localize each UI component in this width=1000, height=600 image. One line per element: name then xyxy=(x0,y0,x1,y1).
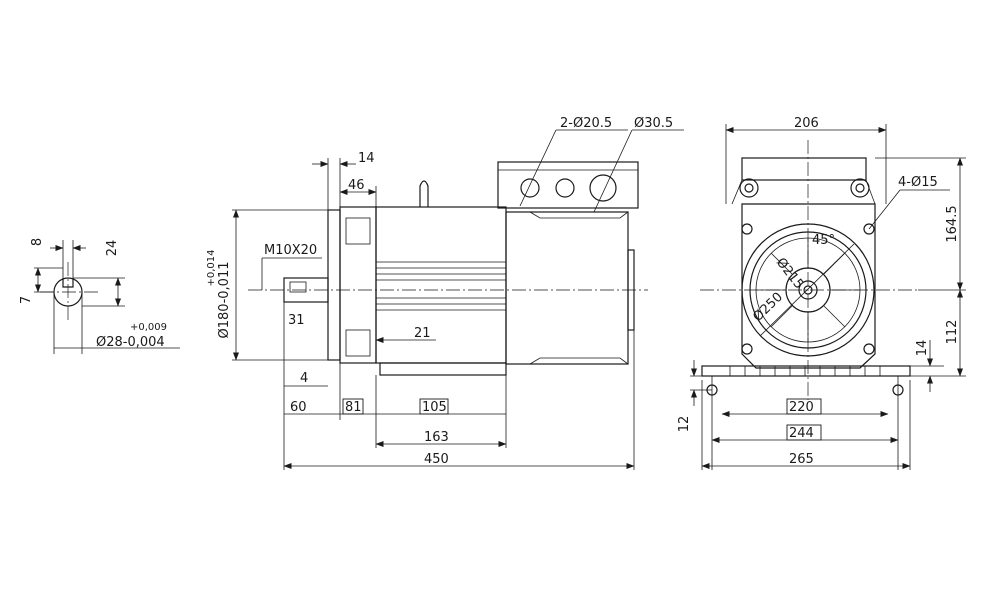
dim-206-label: 206 xyxy=(794,116,819,131)
end-bolt-hole-tl xyxy=(741,223,753,235)
dim-phi250-label: Ø250 xyxy=(750,290,786,325)
side-rear-rib-top xyxy=(529,211,629,219)
side-terminal-box xyxy=(497,161,639,209)
flange-tolerance-label: +0,014 xyxy=(206,249,217,286)
dim-105-label: 105 xyxy=(422,400,447,415)
dim-31-label: 31 xyxy=(288,313,305,328)
dim-holes-label: 2-Ø20.5 xyxy=(560,116,612,131)
dim-60-label: 60 xyxy=(290,400,307,415)
shaft-depth-label: 24 xyxy=(105,240,120,257)
end-base-fins xyxy=(729,366,881,376)
side-gland-hole-big xyxy=(589,174,617,202)
dim-21-label: 21 xyxy=(414,326,431,341)
end-bolt-hole-bl xyxy=(741,343,753,355)
dim-12-label: 12 xyxy=(677,416,692,433)
side-rear-housing xyxy=(505,211,629,365)
shaft-diameter-label: Ø28-0,004 xyxy=(96,335,165,350)
side-front-pocket-top xyxy=(345,217,371,245)
dim-angle-label: 45° xyxy=(812,233,835,248)
end-bolt-hole-tr xyxy=(863,223,875,235)
end-flange-inner xyxy=(749,231,867,349)
dim-base-14-label: 14 xyxy=(915,340,930,357)
shaft-cross-section: 8 24 7 +0,009 Ø28-0,004 xyxy=(19,238,180,354)
side-gland-hole-1 xyxy=(520,178,540,198)
side-front-housing xyxy=(339,206,377,364)
shaft-diameter-tolerance: +0,009 xyxy=(130,322,167,333)
dim-81-label: 81 xyxy=(345,400,362,415)
dim-46-label: 46 xyxy=(348,178,365,193)
side-flange xyxy=(327,209,341,361)
end-base xyxy=(701,365,911,377)
end-terminal-box xyxy=(741,157,867,181)
dim-4-label: 4 xyxy=(300,371,308,386)
dim-163-label: 163 xyxy=(424,430,449,445)
end-flange-outer xyxy=(741,223,875,357)
dim-220-label: 220 xyxy=(789,400,814,415)
dim-112-label: 112 xyxy=(945,320,960,345)
side-lifting-lug xyxy=(419,180,429,207)
dim-14-label: 14 xyxy=(358,151,375,166)
end-shaft xyxy=(798,280,818,300)
motor-end-view: 206 4-Ø15 164.5 112 14 45° Ø215 Ø250 12 xyxy=(677,116,966,470)
dim-hole-big-label: Ø30.5 xyxy=(634,116,673,131)
flange-diameter-label: Ø180-0,011 xyxy=(217,262,232,339)
dim-450-label: 450 xyxy=(424,452,449,467)
side-base-foot xyxy=(379,362,507,376)
end-bolt-hole-br xyxy=(863,343,875,355)
motor-side-view: 14 46 M10X20 +0,014 Ø180-0,011 31 21 4 6… xyxy=(206,116,684,470)
side-front-pocket-bottom xyxy=(345,329,371,357)
dim-bolt-holes-label: 4-Ø15 xyxy=(898,175,938,190)
dim-164-5-label: 164.5 xyxy=(945,205,960,242)
dim-phi215-label: Ø215 xyxy=(773,255,806,292)
side-rear-cap xyxy=(627,249,635,331)
end-lifting-eye-left xyxy=(739,178,759,198)
side-shaft-key xyxy=(289,281,307,293)
shaft-offset-label: 7 xyxy=(19,296,34,304)
dim-thread-label: M10X20 xyxy=(264,243,317,258)
side-gland-hole-2 xyxy=(555,178,575,198)
dim-244-label: 244 xyxy=(789,426,814,441)
side-cooling-fins xyxy=(376,261,506,311)
shaft-width-label: 8 xyxy=(30,238,45,246)
side-rear-rib-bottom xyxy=(529,357,629,365)
end-spokes xyxy=(756,238,860,342)
dim-265-label: 265 xyxy=(789,452,814,467)
end-lifting-eye-right xyxy=(850,178,870,198)
